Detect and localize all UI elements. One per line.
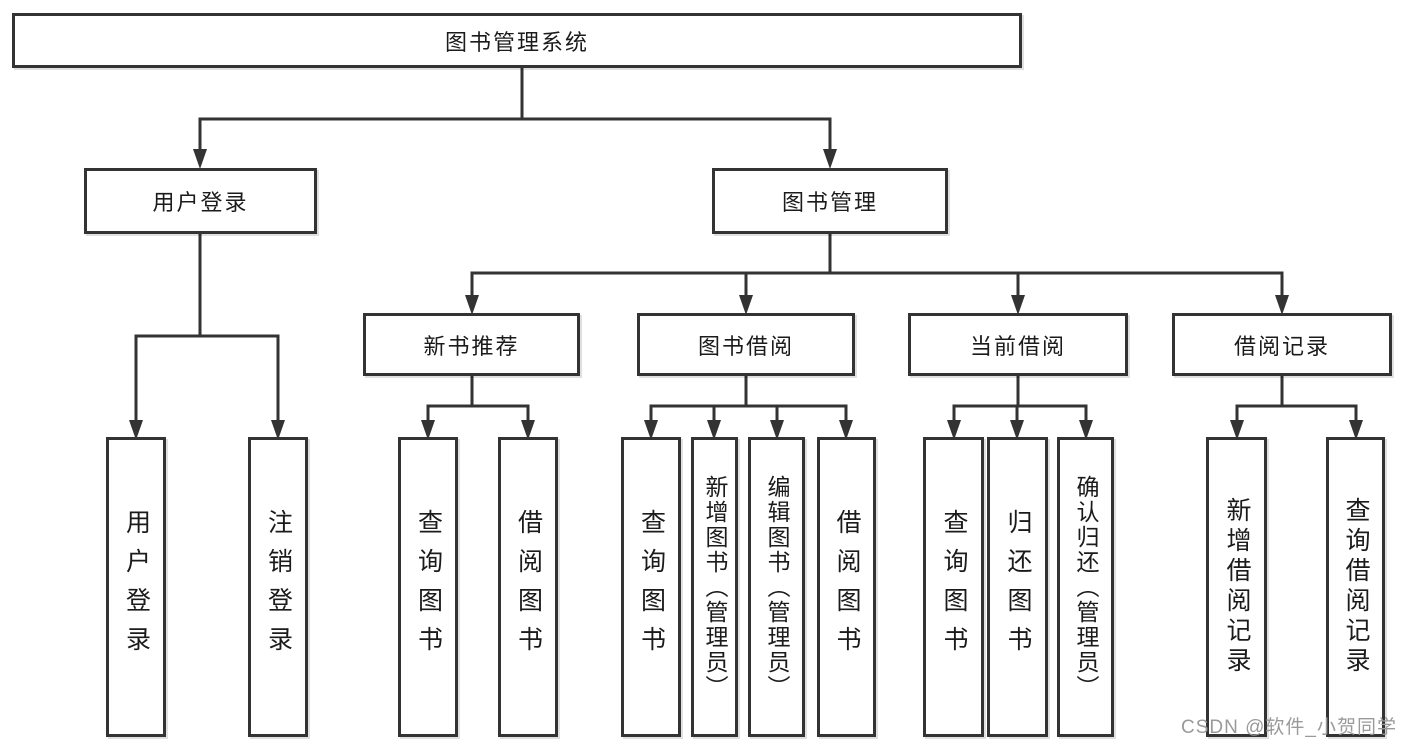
node-current-borrowing: 当前借阅 — [908, 313, 1128, 376]
leaf-query-books-borrowing: 查询图书 — [621, 437, 681, 737]
node-book-management-label: 图书管理 — [781, 190, 878, 215]
leaf-borrow-books: 借阅图书 — [817, 437, 876, 737]
leaf-user-login-label: 用户登录 — [122, 509, 151, 665]
node-new-book-recommend-label: 新书推荐 — [423, 333, 520, 359]
node-borrowing-records: 借阅记录 — [1172, 313, 1392, 376]
leaf-query-books-current: 查询图书 — [923, 437, 984, 737]
leaf-add-books-admin-label: 新增图书（管理员） — [702, 474, 728, 700]
leaf-add-borrow-record-label: 新增借阅记录 — [1223, 497, 1251, 677]
node-root-label: 图书管理系统 — [444, 29, 589, 55]
leaf-confirm-return-admin: 确认归还（管理员） — [1057, 437, 1114, 737]
leaf-borrow-books-label: 借阅图书 — [833, 509, 861, 665]
node-book-borrowing-label: 图书借阅 — [697, 333, 794, 359]
node-borrowing-records-label: 借阅记录 — [1233, 333, 1330, 359]
node-new-book-recommend: 新书推荐 — [363, 313, 580, 376]
node-book-management: 图书管理 — [712, 168, 948, 234]
leaf-query-books-recommend: 查询图书 — [398, 437, 458, 737]
leaf-edit-books-admin: 编辑图书（管理员） — [748, 437, 805, 737]
leaf-edit-books-admin-label: 编辑图书（管理员） — [764, 474, 790, 700]
leaf-query-books-borrowing-label: 查询图书 — [637, 509, 666, 665]
leaf-confirm-return-admin-label: 确认归还（管理员） — [1073, 474, 1099, 700]
node-user-login-label: 用户登录 — [152, 190, 249, 215]
leaf-add-books-admin: 新增图书（管理员） — [691, 437, 738, 737]
leaf-borrow-books-recommend-label: 借阅图书 — [514, 509, 543, 665]
leaf-add-borrow-record: 新增借阅记录 — [1206, 437, 1267, 737]
leaf-borrow-books-recommend: 借阅图书 — [498, 437, 558, 737]
node-user-login: 用户登录 — [84, 168, 317, 234]
leaf-logout-label: 注销登录 — [264, 509, 293, 665]
leaf-return-books: 归还图书 — [987, 437, 1048, 737]
leaf-logout: 注销登录 — [248, 437, 308, 737]
node-book-borrowing: 图书借阅 — [637, 313, 855, 376]
csdn-watermark: CSDN @软件_小贺同学 — [1181, 717, 1397, 738]
leaf-user-login: 用户登录 — [106, 437, 166, 737]
leaf-query-borrow-record: 查询借阅记录 — [1326, 437, 1385, 737]
leaf-query-borrow-record-label: 查询借阅记录 — [1342, 497, 1370, 677]
leaf-query-books-recommend-label: 查询图书 — [414, 509, 443, 665]
leaf-return-books-label: 归还图书 — [1004, 509, 1032, 665]
leaf-query-books-current-label: 查询图书 — [940, 509, 968, 665]
node-current-borrowing-label: 当前借阅 — [969, 333, 1066, 359]
node-root: 图书管理系统 — [12, 13, 1022, 68]
